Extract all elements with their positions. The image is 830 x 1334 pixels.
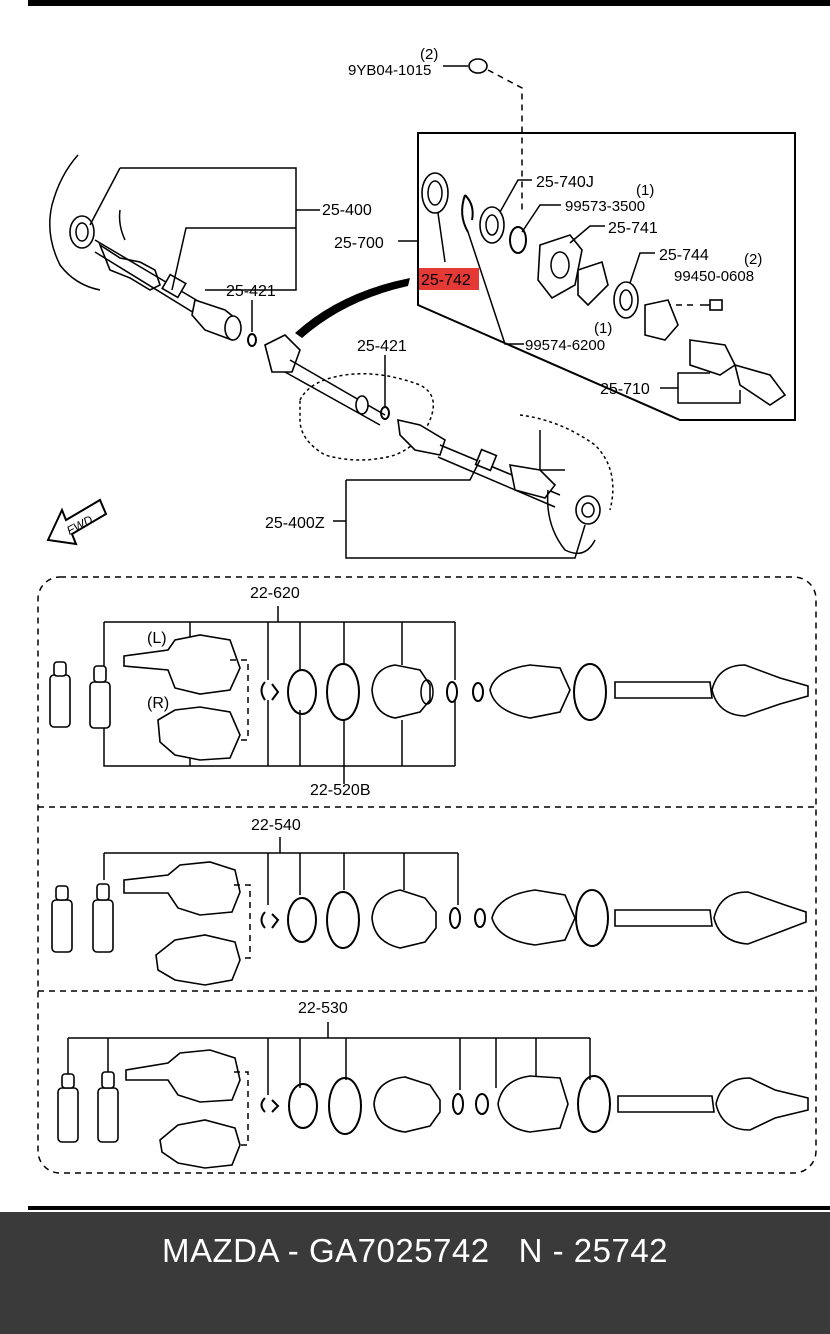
leader-25-710-b [677, 372, 710, 388]
leader-25-710-a [660, 387, 741, 404]
reference-arrow [295, 278, 410, 338]
part-number-caption: MAZDA - GA7025742 N - 25742 [161, 1232, 669, 1269]
center-joint [264, 334, 386, 426]
kit-22-540 [51, 837, 807, 986]
label-22-530: 22-530 [298, 1000, 348, 1017]
label-25-400z: 25-400Z [265, 515, 325, 532]
label-99450-0608: 99450-0608 [674, 268, 754, 285]
leader-25-742 [437, 212, 446, 263]
label-qty-99450: (2) [744, 251, 762, 268]
bracket-25-400z-b [345, 480, 586, 559]
bracket-25-400z-a [346, 459, 481, 481]
leader-25-400-hub [89, 167, 121, 226]
leader-99574 [467, 231, 524, 345]
dash-9yb04 [487, 69, 523, 210]
label-22-620: 22-620 [250, 585, 300, 602]
washer-9yb04 [468, 58, 488, 74]
label-25-710: 25-710 [600, 381, 650, 398]
right-drive-shaft [397, 418, 561, 508]
label-99574-6200: 99574-6200 [525, 337, 605, 354]
fwd-arrow [46, 498, 108, 546]
label-25-744: 25-744 [659, 247, 709, 264]
kit-22-620 [49, 606, 809, 784]
leader-25-740j [499, 179, 532, 213]
exploded-hub-parts [421, 172, 787, 406]
kit-22-530 [57, 1022, 809, 1169]
highlight-25-742 [419, 268, 479, 290]
transaxle-illustration [299, 373, 614, 511]
snap-ring-25-421-b [380, 406, 390, 420]
label-r: (R) [147, 695, 169, 712]
bracket-25-400 [120, 167, 297, 291]
label-25-700: 25-700 [334, 235, 384, 252]
left-drive-shaft [94, 239, 242, 342]
bottom-border [28, 1206, 830, 1210]
label-9yb04-1015: 9YB04-1015 [348, 62, 431, 79]
label-qty-99574: (1) [594, 320, 612, 337]
label-25-741: 25-741 [608, 220, 658, 237]
label-22-540: 22-540 [251, 817, 301, 834]
leader-25-741 [569, 225, 605, 244]
label-99573-3500: 99573-3500 [565, 198, 645, 215]
label-qty-9yb: (2) [420, 46, 438, 63]
leader-25-744 [629, 252, 655, 284]
kit-panel [37, 576, 817, 1174]
caption-bar: MAZDA - GA7025742 N - 25742 [0, 1212, 830, 1334]
label-l: (L) [147, 630, 167, 647]
label-22-520b: 22-520B [310, 782, 371, 799]
label-25-421-b: 25-421 [357, 338, 407, 355]
bracket-25-400-b [171, 227, 296, 291]
left-hub-illustration [49, 154, 126, 291]
label-fwd: FWD [64, 512, 95, 537]
leader-99573 [521, 204, 561, 233]
label-25-400: 25-400 [322, 202, 372, 219]
right-hub-illustration [546, 489, 601, 555]
callout-box-25-700 [417, 132, 796, 421]
top-border [28, 0, 830, 6]
label-25-421-a: 25-421 [226, 283, 276, 300]
snap-ring-25-421-a [247, 333, 257, 347]
parts-diagram: (2) 9YB04-1015 25-400 25-700 25-740J (1)… [28, 0, 830, 1210]
label-25-742: 25-742 [421, 272, 471, 289]
label-qty-99573: (1) [636, 182, 654, 199]
label-25-740j: 25-740J [536, 174, 594, 191]
